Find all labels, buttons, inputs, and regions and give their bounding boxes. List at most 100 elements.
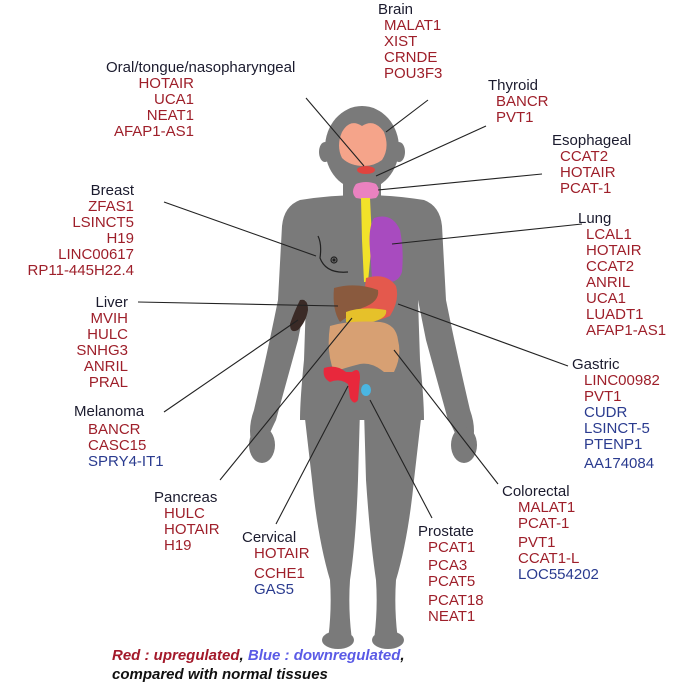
breast-outline xyxy=(317,235,349,273)
gene-item: CRNDE xyxy=(384,49,438,66)
colon-organ xyxy=(328,321,400,372)
gene-item: PRAL xyxy=(88,374,128,391)
gene-item: LINC00617 xyxy=(58,246,134,263)
group-title: Pancreas xyxy=(154,489,218,506)
gene-item: MALAT1 xyxy=(384,17,442,34)
legend-line-1: Red : upregulated, Blue : downregulated, xyxy=(112,646,405,665)
legend-line-2: compared with normal tissues xyxy=(112,666,328,683)
group-cervical: Cervical HOTAIR CCHE1 GAS5 xyxy=(242,530,310,598)
gene-item: GAS5 xyxy=(254,581,295,598)
gene-item: HOTAIR xyxy=(164,521,220,538)
legend-separator: , xyxy=(239,647,248,664)
gene-item: PVT1 xyxy=(496,109,534,126)
group-lung: Lung LCAL1 HOTAIR CCAT2 ANRIL UCA1 LUADT… xyxy=(578,211,666,339)
gene-list: MALAT1 PCAT-1 PVT1 CCAT1-L LOC554202 xyxy=(502,500,599,583)
gene-item: LSINCT-5 xyxy=(584,420,650,437)
lung-organ xyxy=(369,216,403,283)
gene-item: PCAT-1 xyxy=(518,515,570,532)
gene-item: ANRIL xyxy=(83,358,128,375)
group-pancreas: Pancreas HULC HOTAIR H19 xyxy=(154,490,220,554)
group-title: Liver xyxy=(95,294,128,311)
gene-list: LCAL1 HOTAIR CCAT2 ANRIL UCA1 LUADT1 AFA… xyxy=(578,227,666,339)
gene-list: CCAT2 HOTAIR PCAT-1 xyxy=(552,149,631,197)
gene-list: BANCR PVT1 xyxy=(488,94,549,126)
gene-item: PVT1 xyxy=(518,534,556,551)
gene-item: HOTAIR xyxy=(586,242,642,259)
gene-item: UCA1 xyxy=(153,91,194,108)
legend-blue-text: downregulated xyxy=(293,647,401,664)
group-gastric: Gastric LINC00982 PVT1 CUDR LSINCT-5 PTE… xyxy=(572,357,660,472)
leader-lines xyxy=(137,97,583,525)
gene-item: LUADT1 xyxy=(586,306,644,323)
legend-end: , xyxy=(400,647,405,664)
gene-item: H19 xyxy=(106,230,134,247)
group-liver: Liver MVIH HULC SNHG3 ANRIL PRAL xyxy=(0,295,128,391)
gene-item: LSINCT5 xyxy=(72,214,134,231)
group-title: Prostate xyxy=(418,523,474,540)
gene-item: PCAT-1 xyxy=(560,180,612,197)
gene-list: MALAT1 XIST CRNDE POU3F3 xyxy=(378,18,442,82)
gene-list: PCAT1 PCA3 PCAT5 PCAT18 NEAT1 xyxy=(418,540,484,625)
gene-item: PVT1 xyxy=(584,388,622,405)
gene-item: CCAT2 xyxy=(586,258,635,275)
group-breast: Breast ZFAS1 LSINCT5 H19 LINC00617 RP11-… xyxy=(0,183,134,279)
group-prostate: Prostate PCAT1 PCA3 PCAT5 PCAT18 NEAT1 xyxy=(418,524,484,625)
gene-item: HOTAIR xyxy=(254,545,310,562)
gene-item: CCAT1-L xyxy=(518,550,580,567)
gene-item: CASC15 xyxy=(88,437,147,454)
legend-red-text: upregulated xyxy=(153,647,240,664)
gene-item: RP11-445H22.4 xyxy=(27,262,134,279)
gene-item: POU3F3 xyxy=(384,65,443,82)
gene-item: CCAT2 xyxy=(560,148,609,165)
gene-item: SPRY4-IT1 xyxy=(88,453,164,470)
gene-item: AFAP1-AS1 xyxy=(113,123,194,140)
gene-item: LCAL1 xyxy=(586,226,632,243)
gene-item: HOTAIR xyxy=(138,75,194,92)
group-title: Breast xyxy=(90,182,134,199)
brain-organ xyxy=(339,123,387,166)
gene-item: PCAT18 xyxy=(428,592,484,609)
pancreas-organ xyxy=(346,308,387,324)
gene-item: MALAT1 xyxy=(518,499,576,516)
gene-item: PCAT1 xyxy=(428,539,476,556)
gene-item: BANCR xyxy=(88,421,141,438)
liver-organ xyxy=(333,285,379,322)
gene-item: XIST xyxy=(384,33,418,50)
group-esophageal: Esophageal CCAT2 HOTAIR PCAT-1 xyxy=(552,133,631,197)
gene-list: HOTAIR CCHE1 GAS5 xyxy=(242,546,310,598)
group-melanoma: Melanoma BANCR CASC15 SPRY4-IT1 xyxy=(74,404,164,470)
gene-item: AA174084 xyxy=(584,455,655,472)
gene-item: HULC xyxy=(87,326,128,343)
group-title: Colorectal xyxy=(502,483,570,500)
body-silhouette xyxy=(249,106,477,649)
gene-item: BANCR xyxy=(496,93,549,110)
gene-item: H19 xyxy=(164,537,192,554)
gene-list: LINC00982 PVT1 CUDR LSINCT-5 PTENP1 AA17… xyxy=(572,373,660,472)
group-title: Oral/tongue/nasopharyngeal xyxy=(106,59,296,76)
gene-list: HOTAIR UCA1 NEAT1 AFAP1-AS1 xyxy=(106,76,194,140)
group-brain: Brain MALAT1 XIST CRNDE POU3F3 xyxy=(378,2,442,82)
group-title: Esophageal xyxy=(552,132,632,149)
group-colorectal: Colorectal MALAT1 PCAT-1 PVT1 CCAT1-L LO… xyxy=(502,484,599,583)
group-title: Gastric xyxy=(572,356,620,373)
gene-item: NEAT1 xyxy=(146,107,194,124)
gene-item: AFAP1-AS1 xyxy=(586,322,667,339)
gene-item: NEAT1 xyxy=(428,608,476,625)
gene-item: MVIH xyxy=(90,310,129,327)
gene-item: ANRIL xyxy=(586,274,631,291)
gene-item: PCAT5 xyxy=(428,573,476,590)
group-thyroid: Thyroid BANCR PVT1 xyxy=(488,78,549,126)
gene-item: LINC00982 xyxy=(584,372,660,389)
melanoma-lesion xyxy=(290,299,308,332)
gene-item: HULC xyxy=(164,505,205,522)
prostate-organ xyxy=(361,384,371,396)
group-title: Brain xyxy=(378,1,414,18)
group-title: Thyroid xyxy=(488,77,539,94)
group-title: Cervical xyxy=(242,529,297,546)
gene-item: LOC554202 xyxy=(518,566,599,583)
uterus-organ xyxy=(323,366,360,403)
thyroid-organ xyxy=(353,182,379,199)
gene-item: CCHE1 xyxy=(254,565,305,582)
